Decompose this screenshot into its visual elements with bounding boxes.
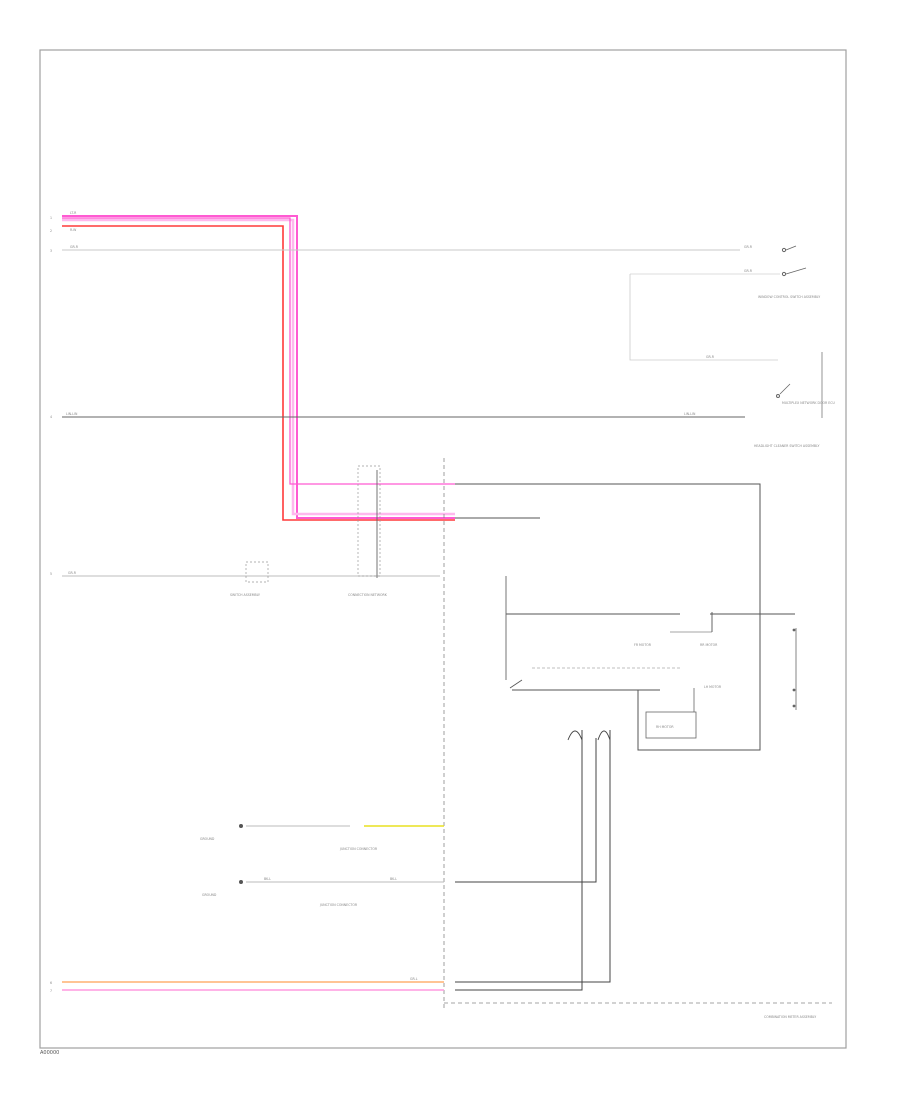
- label-bk-l: BK-L: [264, 877, 271, 881]
- conn-num-4: 4: [50, 415, 52, 419]
- motor-label-1: FR MOTOR: [634, 643, 652, 647]
- wire-top-loop: [455, 483, 761, 751]
- pink-wire: [62, 215, 455, 519]
- center-connector: [357, 465, 381, 578]
- sw-mid-label: MULTIPLEX NETWORK DOOR ECU: [782, 401, 835, 405]
- junc-label-2: JUNCTION CONNECTOR: [319, 903, 358, 907]
- wire-label-1: LT-R: [70, 211, 77, 215]
- pink-light-wire: [62, 218, 455, 516]
- wire-curve-1: [567, 730, 583, 741]
- label-gr-r-c: GR-R: [706, 355, 715, 359]
- sub-switch-contact: [776, 394, 780, 398]
- bottom-wires: GR-L: [62, 977, 444, 991]
- meter-label: COMBINATION METER ASSEMBLY: [764, 1015, 816, 1019]
- switch-lever-2: [785, 267, 807, 275]
- connector-numbers: 1 2 3 4 5 6 7: [50, 216, 52, 993]
- wire-curve-2: [597, 730, 611, 741]
- sub-switch-lever: [779, 383, 791, 395]
- switch-blade: [509, 679, 523, 689]
- left-middle-components: SWITCH ASSEMBLY CONNECTION NETWORK: [230, 561, 388, 597]
- wire-label-gr-r: GR-R: [70, 245, 79, 249]
- switch-box-1: [245, 561, 269, 583]
- top-wire-bundle: LT-R R-W: [62, 211, 455, 521]
- box2-label: CONNECTION NETWORK: [348, 593, 388, 597]
- label-lin-right: LIN-LIN: [684, 412, 696, 416]
- conn-num-7: 7: [50, 989, 52, 993]
- diagram-frame: [39, 49, 847, 1049]
- switch-top-right: GR-R GR-R WINDOW CONTROL SWITCH ASSEMBLY…: [629, 245, 835, 448]
- relay-sub-label: HEADLIGHT CLEANER SWITCH ASSEMBLY: [754, 444, 819, 448]
- label-gr-r-b: GR-R: [744, 269, 753, 273]
- relay-contact-2: [792, 688, 796, 692]
- conn-num-3: 3: [50, 249, 52, 253]
- conn-num-1: 1: [50, 216, 52, 220]
- conn-num-5: 5: [50, 572, 52, 576]
- relay-contact-3: [792, 704, 796, 708]
- gnd-label-2: GROUND: [202, 893, 217, 897]
- conn-num-2: 2: [50, 229, 52, 233]
- wire-down-2: [455, 730, 611, 983]
- motor-label-2: RR MOTOR: [700, 643, 718, 647]
- label-gr-r-mid: GR-R: [68, 571, 77, 575]
- red-wire: [62, 225, 455, 521]
- switch-lever-1: [785, 245, 797, 251]
- conn-num-6: 6: [50, 981, 52, 985]
- sw-top-label: WINDOW CONTROL SWITCH ASSEMBLY: [758, 295, 820, 299]
- switch-contact-1: [781, 247, 787, 253]
- label-lin-left: LIN-LIN: [66, 412, 78, 416]
- motor-label-3: LH MOTOR: [704, 685, 722, 689]
- wire-loop-1: [629, 274, 778, 361]
- connector-block: [357, 465, 381, 577]
- wire-down-3: [455, 738, 597, 883]
- junc-label-1: JUNCTION CONNECTOR: [339, 847, 378, 851]
- motor-box: [645, 711, 697, 739]
- label-gr-l: GR-L: [410, 977, 418, 981]
- pink-wire-2: [62, 217, 455, 485]
- box1-label: SWITCH ASSEMBLY: [230, 593, 260, 597]
- switch-contact-2: [781, 271, 787, 277]
- motor-label-4: RH MOTOR: [656, 725, 674, 729]
- diagram-code: A00000: [40, 1050, 59, 1056]
- relay-contact-1: [792, 628, 796, 632]
- wire-down-1: [455, 730, 583, 991]
- wire-label-2: R-W: [70, 228, 77, 232]
- label-gr-r-a: GR-R: [744, 245, 753, 249]
- lower-wiring: BK-L BK-L JUNCTION CONNECTOR JUNCTION CO…: [200, 730, 611, 991]
- ground-terminal-2: [239, 880, 243, 884]
- gnd-label-1: GROUND: [200, 837, 215, 841]
- right-wiring: FR MOTOR RR MOTOR LH MOTOR RH MOTOR: [455, 483, 797, 751]
- signal-wires: GR-R LIN-LIN LIN-LIN GR-R: [62, 245, 745, 577]
- ground-terminal-1: [239, 824, 243, 828]
- label-bk-l-2: BK-L: [390, 877, 397, 881]
